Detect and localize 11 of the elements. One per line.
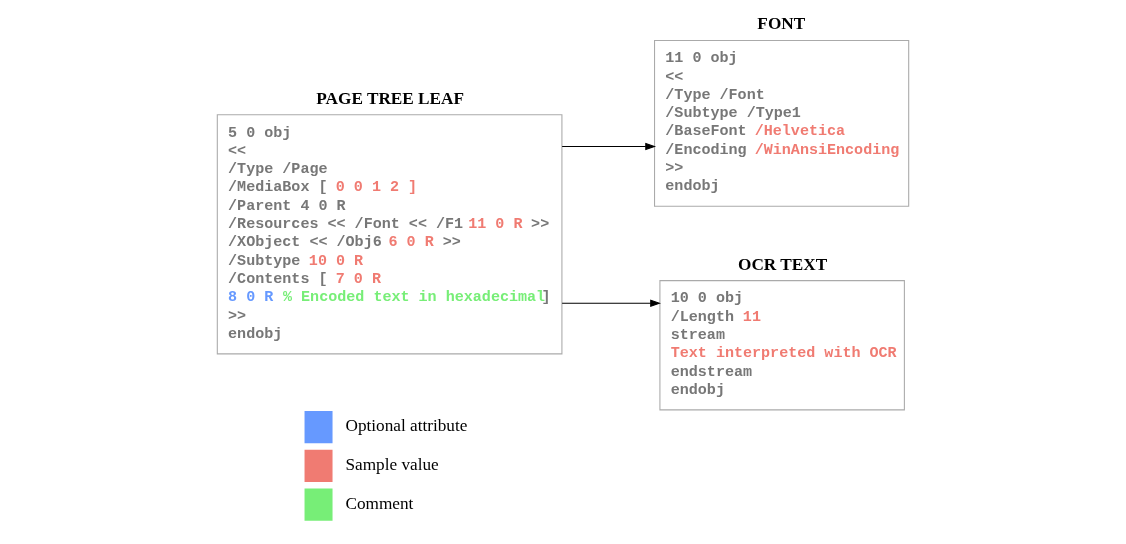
node-label: OCR TEXT — [738, 254, 828, 274]
legend-label: Comment — [345, 493, 414, 513]
node-box: 5 0 obj << /Type /Page /MediaBox [ 0 0 1 2 ] /Parent 4 0 R /Resources << /Font << /F1 11 0 R >> /XObject << /Obj6 6 0 R >> /Subtype 10 0 R /Contents [ 7 0 R 8 0 R % Encoded text in hexadecimal] >> endobj — [216, 114, 563, 355]
arrow — [561, 142, 657, 151]
legend-label: Optional attribute — [345, 416, 468, 436]
node-box: 10 0 obj /Length 11 stream Text interpreted with OCR endstream endobj — [659, 280, 905, 411]
node-label: FONT — [757, 14, 806, 34]
node-box: 11 0 obj << /Type /Font /Subtype /Type1 /BaseFont /Helvetica /Encoding /WinAnsiEncoding >> endobj — [654, 39, 910, 207]
arrow — [561, 299, 661, 307]
node-label: PAGE TREE LEAF — [316, 88, 465, 108]
legend-label: Sample value — [345, 454, 439, 474]
